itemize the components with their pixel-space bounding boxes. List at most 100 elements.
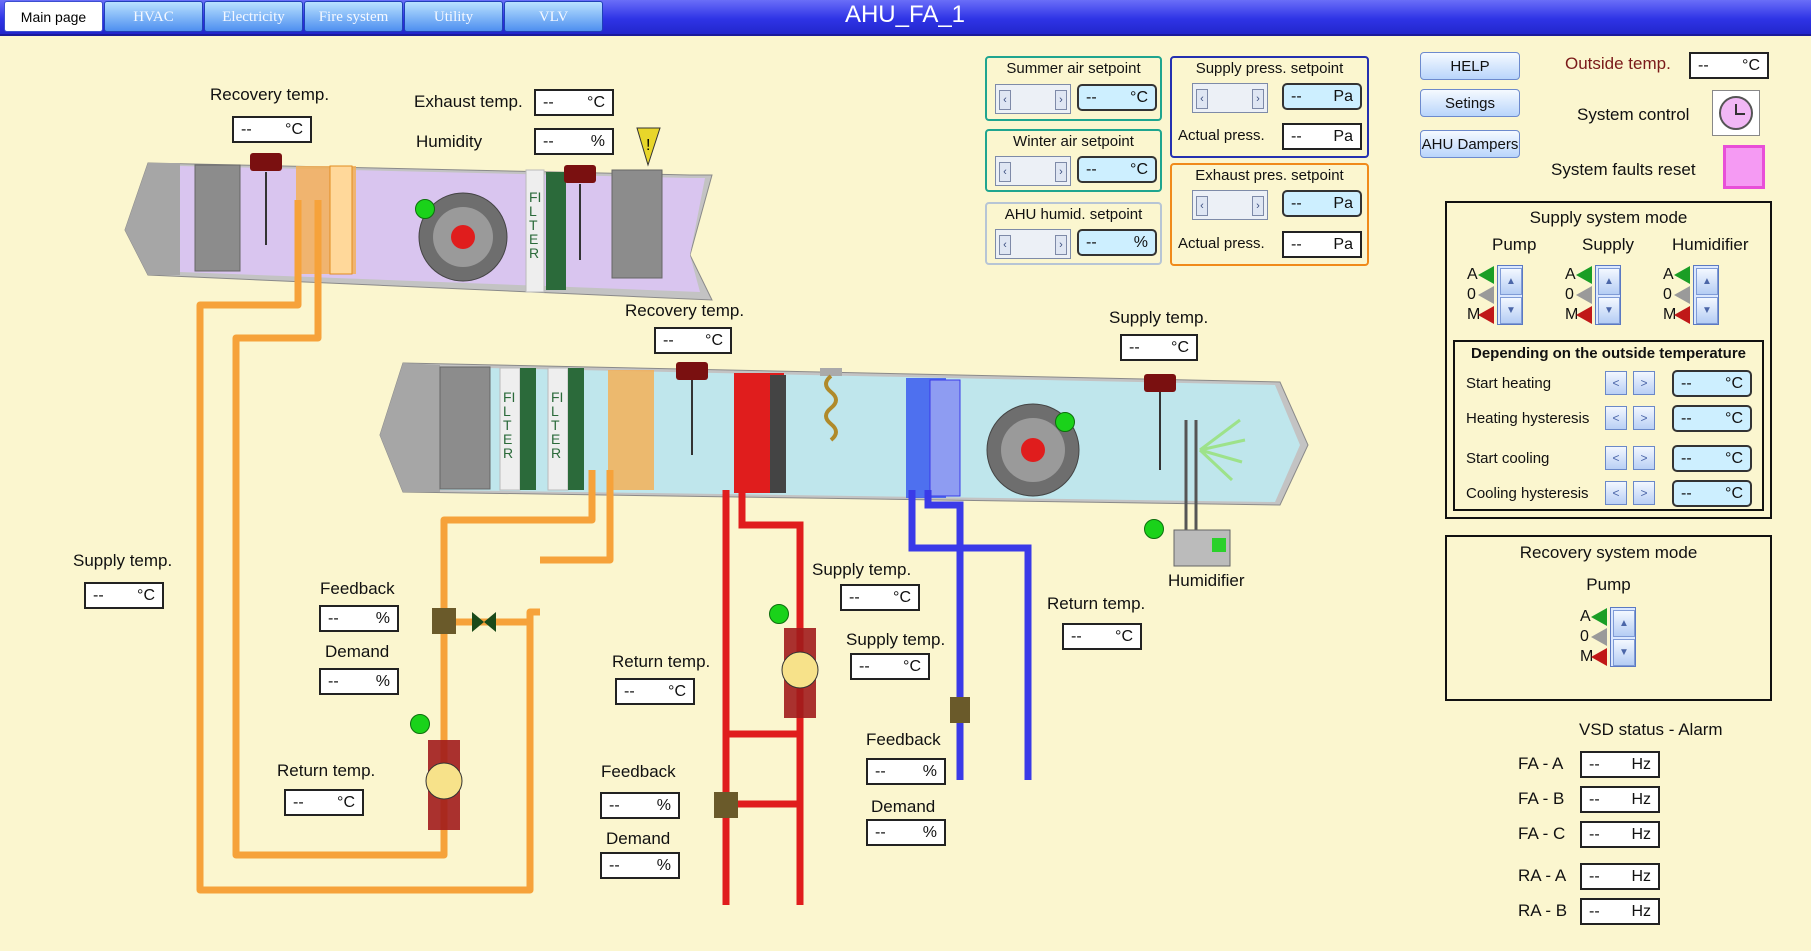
mode-up-button[interactable]: ▲: [1598, 268, 1620, 295]
supply-press-slider[interactable]: ‹›: [1192, 83, 1268, 113]
winter-setpoint-field[interactable]: --°C: [1077, 156, 1157, 183]
outside-temp-label: Outside temp.: [1565, 54, 1671, 73]
exhaust-fan-status: [415, 199, 435, 219]
supply-filter-1-label: FILTER: [503, 389, 516, 461]
start-heating-field[interactable]: --°C: [1672, 370, 1752, 397]
exhaust-press-slider[interactable]: ‹›: [1192, 190, 1268, 220]
mode-down-button[interactable]: ▼: [1696, 297, 1718, 324]
summer-setpoint-field[interactable]: --°C: [1077, 84, 1157, 111]
supply-press-panel: Supply press. setpoint ‹› --Pa Actual pr…: [1170, 56, 1369, 158]
supply-filter-2-label: FILTER: [551, 389, 564, 461]
cooling-hysteresis-increase[interactable]: >: [1633, 481, 1655, 505]
humid-setpoint-field[interactable]: --%: [1077, 229, 1157, 256]
supply-actual-press-field: --Pa: [1282, 123, 1362, 150]
heating-hysteresis-decrease[interactable]: <: [1605, 406, 1627, 430]
heating-feedback-field: --%: [600, 792, 680, 819]
chevron-left-icon[interactable]: ‹: [999, 90, 1011, 110]
start-cooling-field[interactable]: --°C: [1672, 445, 1752, 472]
faults-reset-button[interactable]: [1723, 145, 1765, 189]
tab-vlv[interactable]: VLV: [504, 1, 603, 32]
winter-setpoint-title: Winter air setpoint: [1013, 133, 1134, 150]
exhaust-press-setpoint-field[interactable]: --Pa: [1282, 190, 1362, 217]
start-heating-label: Start heating: [1466, 375, 1552, 392]
vsd-fa-b-label: FA - B: [1518, 789, 1565, 808]
mode-up-button[interactable]: ▲: [1696, 268, 1718, 295]
outside-temp-field: --°C: [1689, 52, 1769, 79]
system-control-button[interactable]: [1712, 90, 1760, 136]
system-control-label: System control: [1577, 105, 1690, 124]
mode-off-icon: [1591, 628, 1607, 646]
humidifier-status: [1144, 519, 1164, 539]
humid-setpoint-slider[interactable]: ‹›: [995, 229, 1071, 259]
supply-mode-selector: A 0 M ▲▼: [1565, 265, 1650, 331]
outside-temp-dependency-panel: Depending on the outside temperature Sta…: [1453, 340, 1764, 511]
chevron-right-icon[interactable]: ›: [1055, 162, 1067, 182]
heating-hysteresis-field[interactable]: --°C: [1672, 405, 1752, 432]
chevron-right-icon[interactable]: ›: [1252, 196, 1264, 216]
duct-sensors: !: [250, 127, 1176, 470]
chevron-left-icon[interactable]: ‹: [1196, 89, 1208, 109]
cooling-hysteresis-decrease[interactable]: <: [1605, 481, 1627, 505]
mode-down-button[interactable]: ▼: [1613, 639, 1635, 666]
chevron-right-icon[interactable]: ›: [1252, 89, 1264, 109]
vsd-ra-b-field: --Hz: [1580, 898, 1660, 925]
cooling-feedback-field: --%: [866, 758, 946, 785]
heating-feedback-label: Feedback: [601, 762, 676, 781]
supply-press-setpoint-field[interactable]: --Pa: [1282, 83, 1362, 110]
chevron-right-icon[interactable]: ›: [1055, 90, 1067, 110]
cooling-hysteresis-field[interactable]: --°C: [1672, 480, 1752, 507]
start-cooling-increase[interactable]: >: [1633, 446, 1655, 470]
recovery-demand-label: Demand: [325, 642, 390, 661]
ahu-dampers-button[interactable]: AHU Dampers: [1420, 130, 1520, 158]
dependency-title: Depending on the outside temperature: [1470, 345, 1747, 362]
humidity-field: --%: [534, 128, 614, 155]
exhaust-actual-press-field: --Pa: [1282, 231, 1362, 258]
recovery-return-temp-field: --°C: [284, 789, 364, 816]
cooling-supply-temp-field: --°C: [850, 653, 930, 680]
chevron-left-icon[interactable]: ‹: [1196, 196, 1208, 216]
chevron-right-icon[interactable]: ›: [1055, 235, 1067, 255]
heating-hysteresis-increase[interactable]: >: [1633, 406, 1655, 430]
chevron-left-icon[interactable]: ‹: [999, 235, 1011, 255]
mode-up-button[interactable]: ▲: [1613, 610, 1635, 637]
tab-hvac[interactable]: HVAC: [104, 1, 203, 32]
pump-mode-selector: A 0 M ▲▼: [1467, 265, 1552, 331]
mode-up-button[interactable]: ▲: [1500, 268, 1522, 295]
chevron-left-icon[interactable]: ‹: [999, 162, 1011, 182]
top-bar: Main page HVAC Electricity Fire system U…: [0, 0, 1811, 36]
settings-button[interactable]: Setings: [1420, 89, 1520, 117]
start-heating-increase[interactable]: >: [1633, 371, 1655, 395]
pumps-valves: [425, 608, 970, 830]
tab-fire-system[interactable]: Fire system: [304, 1, 403, 32]
tab-electricity[interactable]: Electricity: [204, 1, 303, 32]
start-heating-decrease[interactable]: <: [1605, 371, 1627, 395]
clock-icon: [1719, 96, 1753, 130]
humidifier-label: Humidifier: [1168, 571, 1245, 590]
supply-duct: [379, 362, 1309, 506]
tab-utility[interactable]: Utility: [404, 1, 503, 32]
humidifier-column-label: Humidifier: [1672, 235, 1749, 254]
help-button[interactable]: HELP: [1420, 52, 1520, 80]
cooling-return-temp-field: --°C: [1062, 623, 1142, 650]
vsd-ra-a-label: RA - A: [1518, 866, 1567, 885]
mode-auto-icon: [1674, 266, 1690, 284]
summer-setpoint-slider[interactable]: ‹›: [995, 84, 1071, 114]
mode-down-button[interactable]: ▼: [1500, 297, 1522, 324]
supply-recovery-temp-field: --°C: [654, 327, 732, 354]
recovery-mode-panel: Recovery system mode Pump A 0 M ▲▼: [1445, 535, 1772, 701]
tab-main-page[interactable]: Main page: [4, 1, 103, 32]
vsd-fa-b-field: --Hz: [1580, 786, 1660, 813]
exhaust-press-panel: Exhaust pres. setpoint ‹› --Pa Actual pr…: [1170, 163, 1369, 266]
supply-fan-status: [1055, 412, 1075, 432]
exhaust-recovery-temp-field: --°C: [232, 116, 312, 143]
humid-setpoint-title: AHU humid. setpoint: [1004, 206, 1143, 223]
cooling-return-temp-label: Return temp.: [1047, 594, 1146, 613]
mode-auto-icon: [1576, 266, 1592, 284]
mode-down-button[interactable]: ▼: [1598, 297, 1620, 324]
mode-auto-icon: [1478, 266, 1494, 284]
start-cooling-decrease[interactable]: <: [1605, 446, 1627, 470]
winter-setpoint-slider[interactable]: ‹›: [995, 156, 1071, 186]
supply-press-title: Supply press. setpoint: [1195, 60, 1344, 77]
exhaust-temp-label: Exhaust temp.: [414, 92, 523, 111]
